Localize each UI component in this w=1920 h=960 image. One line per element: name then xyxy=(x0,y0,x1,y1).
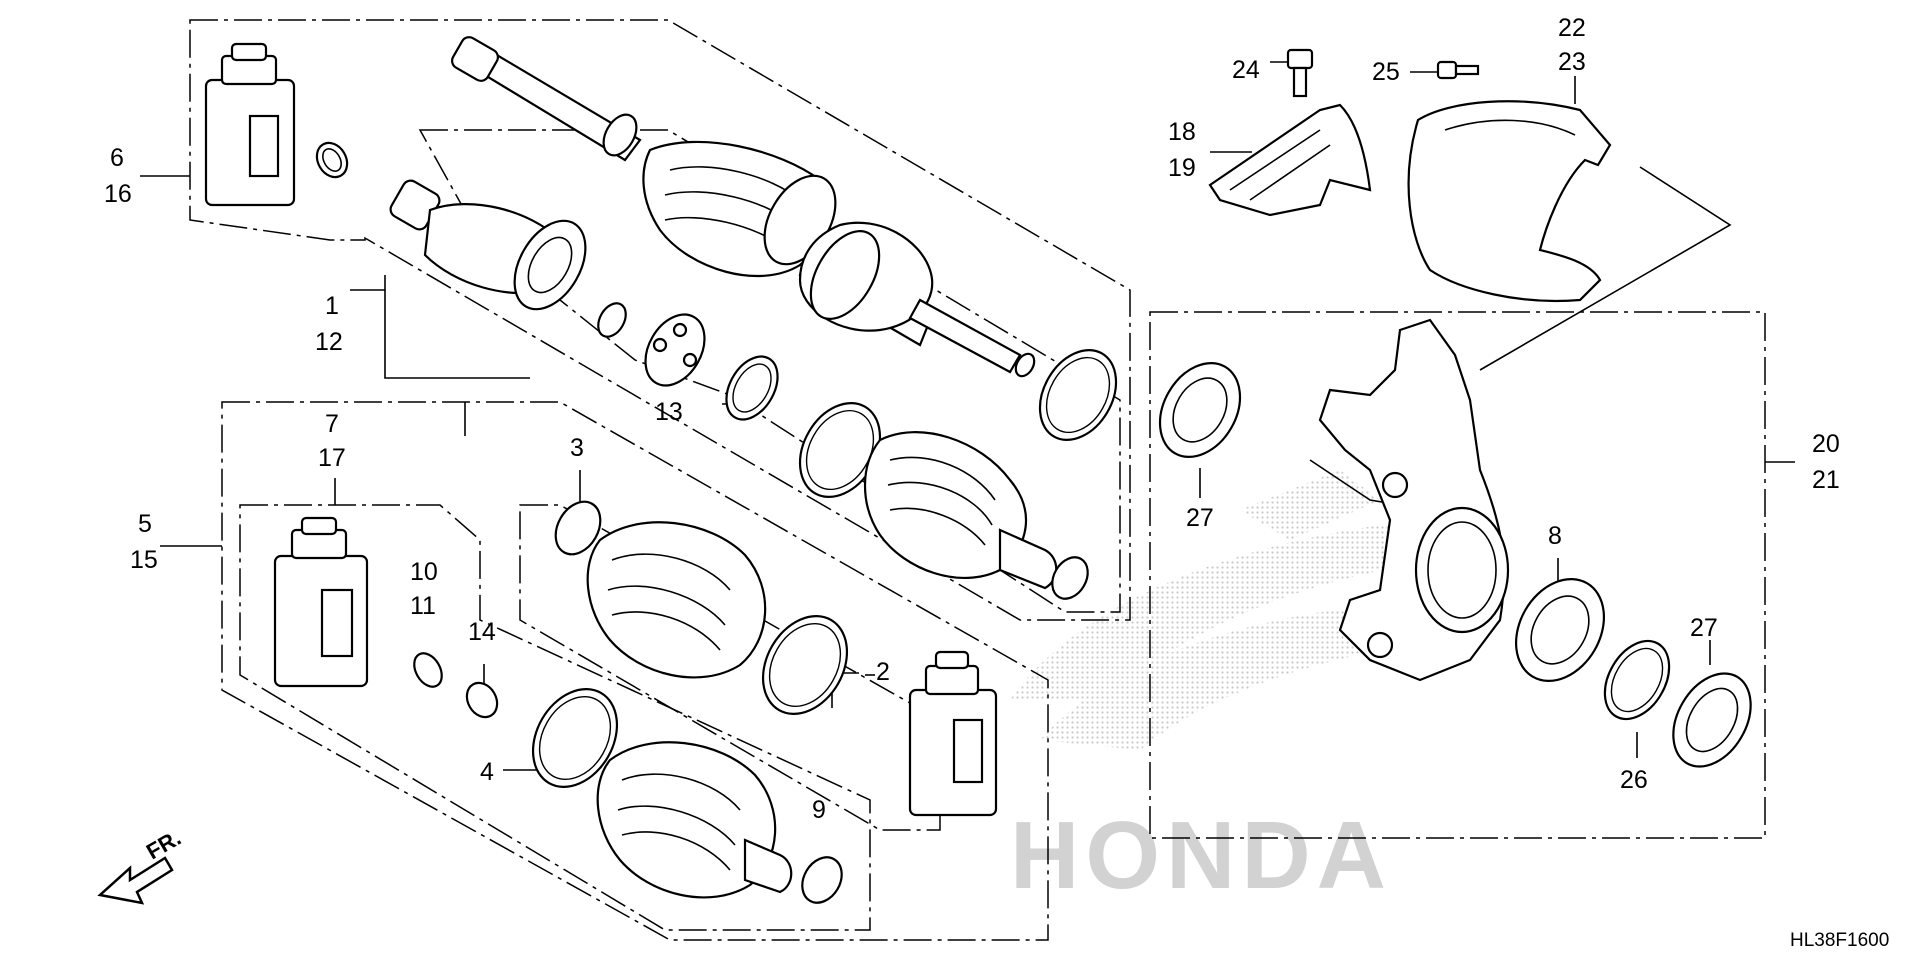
grease-bottle-lower xyxy=(273,516,369,688)
callout-21: 21 xyxy=(1812,466,1840,494)
callout-26: 26 xyxy=(1620,766,1648,794)
front-arrow-icon xyxy=(97,856,174,905)
callout-13: 13 xyxy=(655,398,683,426)
boot-kit-sub-outline xyxy=(239,504,871,931)
circlip-14 xyxy=(465,681,499,719)
inboard-joint xyxy=(389,179,587,311)
grease-bottle-upper xyxy=(204,42,296,207)
diagram-code: HL38F1600 xyxy=(1790,930,1889,951)
callout-17: 17 xyxy=(318,444,346,472)
band-clamp-upper-large xyxy=(1038,348,1118,442)
front-direction-arrow: FR. xyxy=(97,825,185,905)
callout-10: 10 xyxy=(410,558,438,586)
callout-9: 9 xyxy=(812,796,826,824)
callout-16: 16 xyxy=(104,180,132,208)
oil-seal-27-lower xyxy=(1672,672,1752,768)
circlip-inboard xyxy=(597,302,627,338)
band-clamp-2 xyxy=(761,615,849,715)
circlip-10 xyxy=(413,652,443,688)
leader-lines xyxy=(140,61,1795,771)
boot-upper-kit xyxy=(864,431,1058,590)
honda-watermark-text: HONDA xyxy=(1010,802,1392,909)
callout-11: 11 xyxy=(410,592,436,620)
callout-5: 5 xyxy=(138,510,152,538)
band-clamp-9 xyxy=(801,856,843,904)
callout-1: 1 xyxy=(325,292,339,320)
callout-8: 8 xyxy=(1548,522,1562,550)
steering-knuckle xyxy=(1318,318,1510,682)
boot-kit-mid xyxy=(586,521,767,679)
drive-shaft-assembly xyxy=(451,36,1036,378)
knuckle-kit-outline xyxy=(1149,311,1766,839)
boot-kit-front-outline xyxy=(221,401,1049,941)
callout-15: 15 xyxy=(130,546,158,574)
cage-bearing xyxy=(644,313,706,387)
circlip-6 xyxy=(315,141,349,179)
callout-23: 23 xyxy=(1558,48,1586,76)
band-clamp-small-upper xyxy=(1051,556,1089,600)
callout-27-upper: 27 xyxy=(1186,504,1214,532)
callout-labels: 6 16 1 12 13 5 15 7 17 3 10 11 14 2 4 9 … xyxy=(104,14,1840,824)
snap-ring-13 xyxy=(725,355,779,421)
callout-3: 3 xyxy=(570,434,584,462)
bolt-25 xyxy=(1436,60,1480,80)
front-label: FR. xyxy=(142,825,185,864)
honda-wing-logo xyxy=(1010,470,1440,750)
callout-24: 24 xyxy=(1232,56,1260,84)
callout-2: 2 xyxy=(876,658,890,686)
callout-20: 20 xyxy=(1812,430,1840,458)
oil-seal-27-upper xyxy=(1158,362,1242,458)
boot-kit-mid-outline xyxy=(519,504,941,831)
callout-7: 7 xyxy=(325,410,339,438)
callout-25: 25 xyxy=(1372,58,1400,86)
callout-22: 22 xyxy=(1558,14,1586,42)
boot-kit-lower xyxy=(596,741,793,899)
callout-14: 14 xyxy=(468,618,496,646)
cover-18 xyxy=(1208,103,1372,217)
bearing-8 xyxy=(1514,578,1606,682)
callout-27-lower: 27 xyxy=(1690,614,1718,642)
knuckle-guard-22 xyxy=(1407,100,1612,303)
band-clamp-4 xyxy=(531,688,619,788)
callout-6: 6 xyxy=(110,144,124,172)
snap-ring-26 xyxy=(1603,639,1671,721)
grease-bottle-right xyxy=(908,650,998,817)
callout-4: 4 xyxy=(480,758,494,786)
band-clamp-3 xyxy=(554,500,602,556)
callout-12: 12 xyxy=(315,328,343,356)
callout-19: 19 xyxy=(1168,154,1196,182)
honda-watermark: HONDA xyxy=(1010,470,1440,909)
callout-18: 18 xyxy=(1168,118,1196,146)
bolt-24 xyxy=(1286,48,1314,98)
band-clamp-upper-mid xyxy=(798,402,882,498)
